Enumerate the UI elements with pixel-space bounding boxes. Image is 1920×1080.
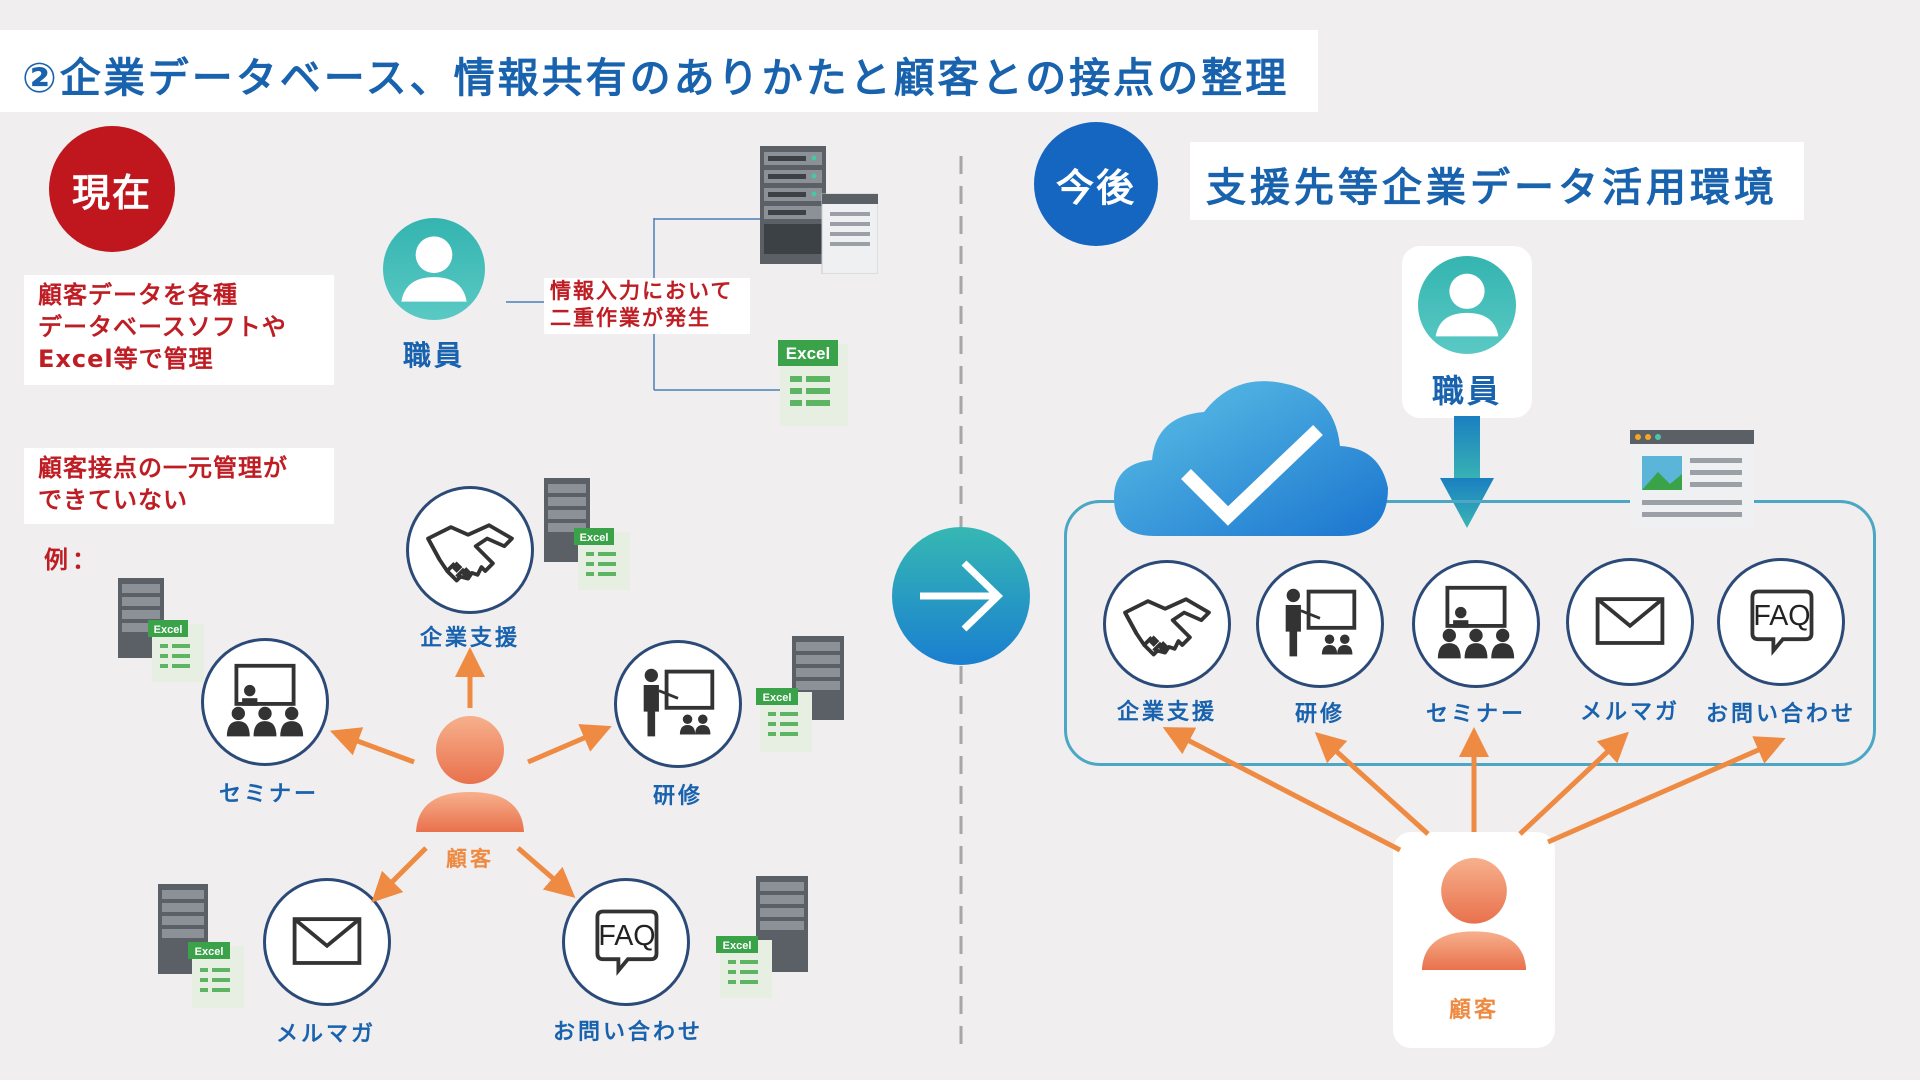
faq-icon-text: FAQ xyxy=(598,920,655,952)
future-mail-circle xyxy=(1566,558,1694,686)
note2-line1: 顧客接点の一元管理が xyxy=(38,454,288,482)
training-icon xyxy=(1285,588,1357,657)
server-excel-cluster-training: Excel xyxy=(756,636,844,752)
future-customer-label: 顧客 xyxy=(1448,998,1499,1023)
seminar-icon xyxy=(1437,585,1515,659)
excel-label: Excel xyxy=(763,692,792,704)
support-circle xyxy=(406,486,534,614)
future-training-circle xyxy=(1256,560,1384,688)
note1-line1: 顧客データを各種 xyxy=(38,281,238,309)
label-support: 企業支援 xyxy=(419,626,520,651)
excel-label: Excel xyxy=(723,940,752,952)
future-label-training: 研修 xyxy=(1294,702,1345,727)
handshake-icon xyxy=(426,523,514,583)
current-badge: 現在 xyxy=(49,126,175,252)
dup-note-line1: 情報入力において xyxy=(550,279,734,303)
person-icon xyxy=(416,716,524,832)
server-excel-cluster-mail: Excel xyxy=(158,884,244,1008)
note2-line2: できていない xyxy=(38,486,188,514)
example-label: 例： xyxy=(44,546,100,574)
future-title: 支援先等企業データ活用環境 xyxy=(1206,165,1778,211)
future-support-circle xyxy=(1103,560,1231,688)
training-icon xyxy=(643,668,715,737)
server-excel-cluster-faq: Excel xyxy=(716,876,808,998)
excel-label: Excel xyxy=(786,344,830,363)
label-mail: メルマガ xyxy=(275,1022,376,1047)
future-seminar-circle xyxy=(1412,560,1540,688)
duplicate-work-note: 情報入力において 二重作業が発生 xyxy=(544,278,750,334)
current-note-data-management: 顧客データを各種 データベースソフトや Excel等で管理 xyxy=(24,275,334,385)
mail-icon xyxy=(292,917,362,965)
current-staff-label: 職員 xyxy=(402,339,465,372)
faq-icon: FAQ xyxy=(1750,589,1814,656)
faq-icon: FAQ xyxy=(595,909,659,976)
future-label-faq: お問い合わせ xyxy=(1705,702,1856,727)
excel-label: Excel xyxy=(580,532,609,544)
label-faq: お問い合わせ xyxy=(552,1020,703,1045)
training-circle xyxy=(614,640,742,768)
future-label-mail: メルマガ xyxy=(1579,700,1680,725)
mail-circle xyxy=(263,878,391,1006)
note1-line2: データベースソフトや xyxy=(38,313,287,341)
seminar-icon xyxy=(226,663,304,737)
server-excel-cluster-support: Excel xyxy=(544,478,630,590)
future-staff-label: 職員 xyxy=(1431,372,1502,410)
future-badge: 今後 xyxy=(1034,122,1158,246)
current-note-touchpoints: 顧客接点の一元管理が できていない xyxy=(24,448,334,524)
future-label-seminar: セミナー xyxy=(1425,702,1526,727)
label-seminar: セミナー xyxy=(218,782,319,807)
person-icon xyxy=(1418,256,1516,354)
server-icon xyxy=(760,146,878,274)
future-label-support: 企業支援 xyxy=(1116,700,1217,725)
down-arrow-icon xyxy=(1440,416,1494,528)
seminar-circle xyxy=(201,638,329,766)
excel-label: Excel xyxy=(195,946,224,958)
browser-window-icon xyxy=(1630,430,1754,528)
dup-note-line2: 二重作業が発生 xyxy=(550,306,711,330)
note1-line3: Excel等で管理 xyxy=(38,345,214,373)
cloud-check-icon xyxy=(1114,381,1388,536)
server-excel-cluster-seminar: Excel xyxy=(118,578,204,682)
arrow-right-icon xyxy=(892,527,1030,665)
page-title: ②企業データベース、情報共有のありかたと顧客との接点の整理 xyxy=(22,54,1290,102)
faq-circle: FAQ xyxy=(562,878,690,1006)
future-faq-circle: FAQ xyxy=(1717,558,1845,686)
label-training: 研修 xyxy=(652,784,703,809)
future-title-box xyxy=(1190,142,1804,220)
handshake-icon xyxy=(1123,597,1211,657)
person-icon xyxy=(1421,858,1527,970)
excel-label: Excel xyxy=(154,624,183,636)
faq-icon-text: FAQ xyxy=(1753,600,1810,632)
integrated-system-box xyxy=(1064,500,1876,766)
current-customer-label: 顧客 xyxy=(446,847,494,871)
title-banner xyxy=(0,30,1318,112)
person-icon xyxy=(383,218,485,320)
excel-sheet-icon: Excel xyxy=(778,340,848,426)
mail-icon xyxy=(1595,597,1665,645)
